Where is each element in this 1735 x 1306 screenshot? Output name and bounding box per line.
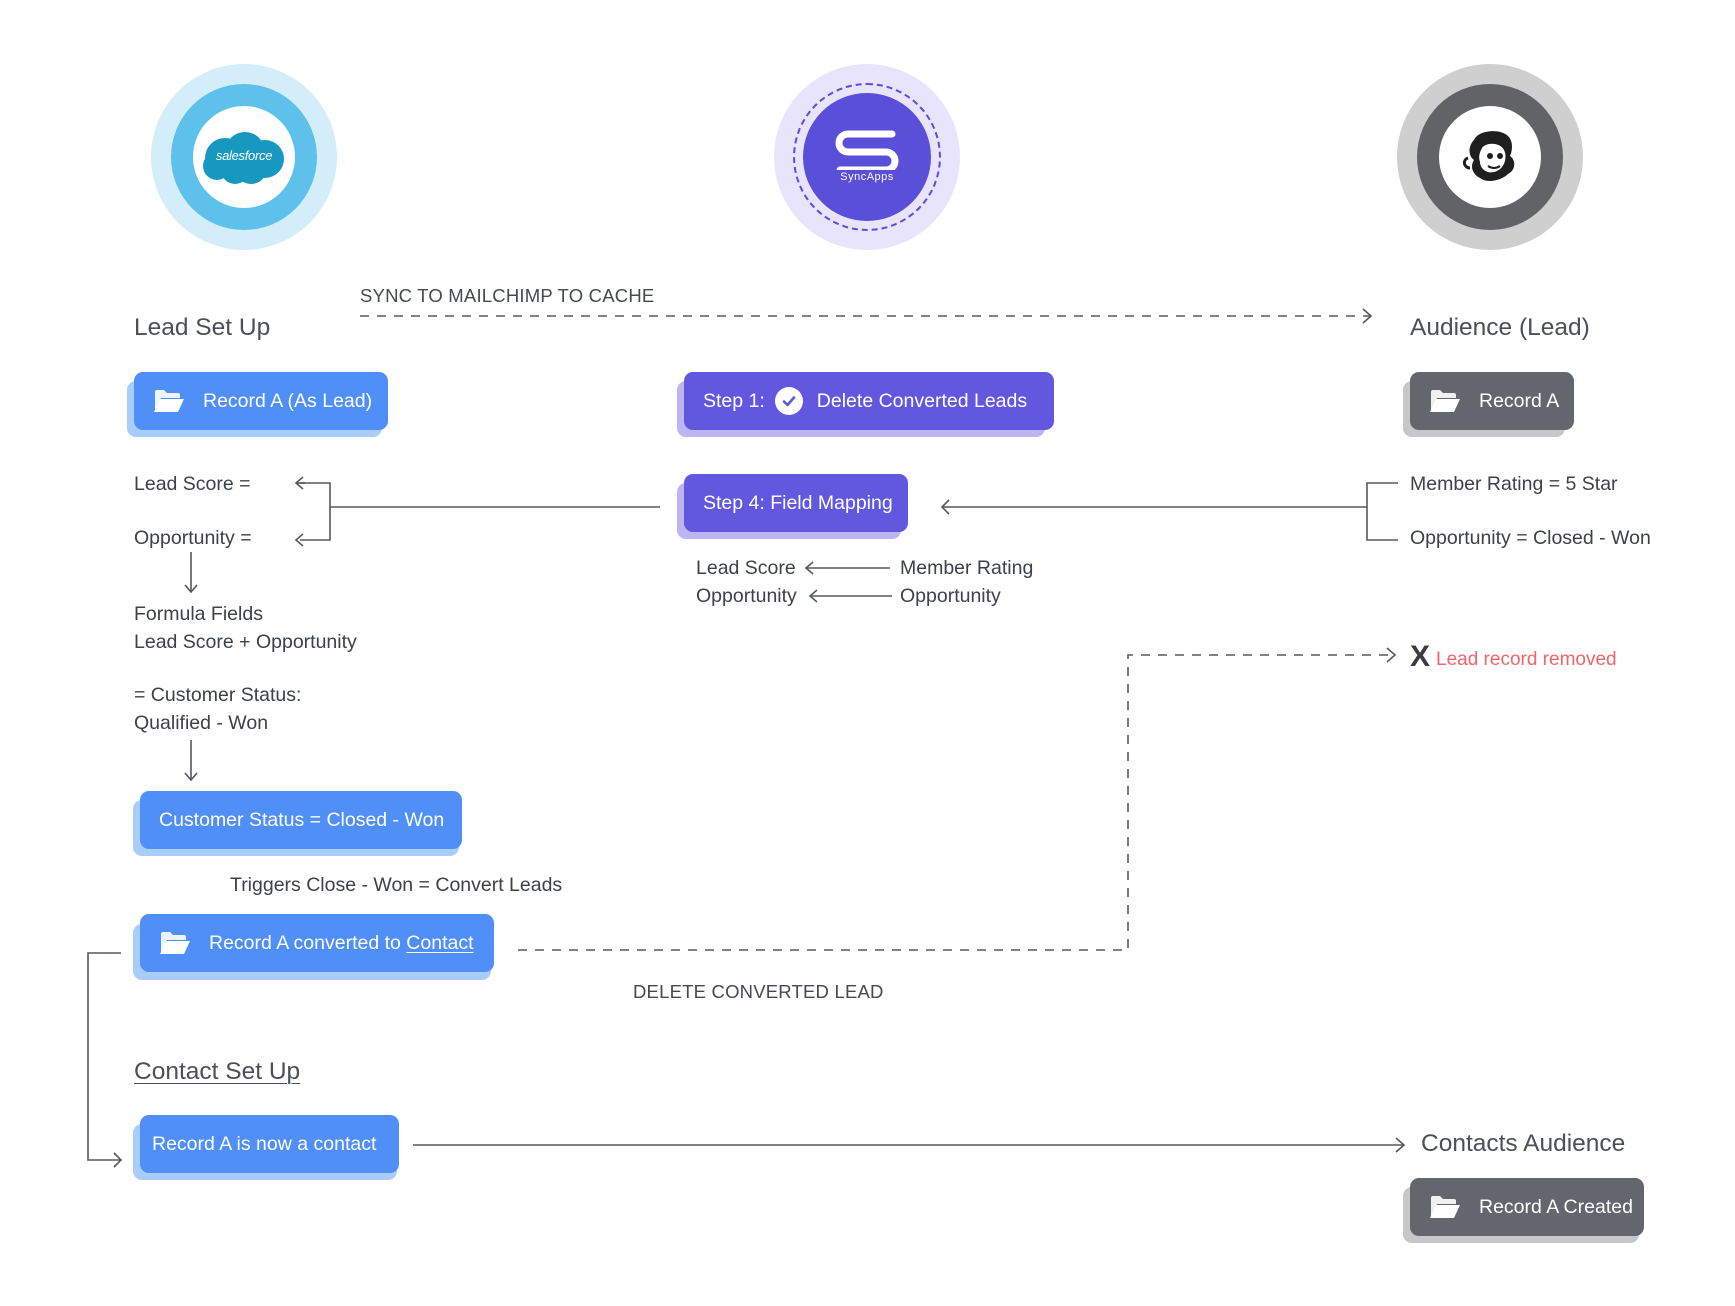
formula-expression: Lead Score + Opportunity	[134, 631, 357, 653]
customer-status-line: = Customer Status:	[134, 684, 302, 706]
delete-arrow-head	[1386, 647, 1397, 663]
contact-link[interactable]: Contact	[406, 931, 474, 954]
record-a-lead-pill[interactable]: Record A (As Lead)	[134, 372, 388, 430]
step1-action: Delete Converted Leads	[816, 389, 1028, 412]
now-contact-label: Record A is now a contact	[152, 1132, 377, 1155]
syncapps-s-icon	[835, 130, 899, 170]
qualified-won-line: Qualified - Won	[134, 712, 269, 734]
folder-icon	[1430, 1196, 1460, 1218]
record-converted-label: Record A converted to	[209, 931, 407, 954]
lead-record-removed-text: Lead record removed	[1436, 649, 1617, 670]
lead-score-field: Lead Score =	[134, 473, 251, 495]
syncapps-wordmark: SyncApps	[840, 171, 894, 183]
record-created-label: Record A Created	[1479, 1195, 1633, 1218]
contacts-audience-heading: Contacts Audience	[1421, 1130, 1626, 1157]
customer-status-pill[interactable]: Customer Status = Closed - Won	[140, 791, 462, 849]
sync-arrow-head	[1362, 308, 1373, 324]
folder-icon	[1430, 390, 1460, 412]
convert-elbow	[87, 952, 121, 1161]
audience-lead-heading: Audience (Lead)	[1410, 314, 1590, 341]
opportunity-arrowhead	[294, 533, 304, 547]
map-member-rating: Member Rating	[900, 557, 1034, 579]
lead-bracket	[300, 482, 331, 541]
customer-status-label: Customer Status = Closed - Won	[159, 808, 445, 831]
member-rating-field: Member Rating = 5 Star	[1410, 473, 1618, 495]
triggers-text: Triggers Close - Won = Convert Leads	[230, 874, 563, 896]
step4-label: Step 4: Field Mapping	[703, 491, 893, 514]
mailchimp-logo	[1397, 64, 1583, 250]
contact-setup-heading: Contact Set Up	[134, 1058, 301, 1085]
delete-converted-label: DELETE CONVERTED LEAD	[633, 981, 884, 1002]
salesforce-cloud-icon	[203, 132, 284, 184]
mapping-arrowhead	[940, 499, 950, 515]
delete-dashed-path	[518, 654, 1394, 951]
syncapps-logo: SyncApps	[774, 64, 960, 250]
map-arrowhead-2	[808, 589, 818, 603]
removed-x-mark: X	[1410, 640, 1431, 673]
mailchimp-freddie-icon	[1462, 131, 1515, 181]
record-a-audience-pill[interactable]: Record A	[1410, 372, 1574, 430]
step4-pill[interactable]: Step 4: Field Mapping	[684, 474, 908, 532]
record-created-pill[interactable]: Record A Created	[1410, 1178, 1644, 1236]
folder-icon	[154, 390, 184, 412]
map-opportunity-left: Opportunity	[696, 585, 797, 607]
map-lead-score: Lead Score	[696, 557, 796, 579]
lead-setup-heading: Lead Set Up	[134, 314, 271, 341]
step1-pill[interactable]: Step 1: Delete Converted Leads	[684, 372, 1054, 430]
salesforce-logo: salesforce	[151, 64, 337, 250]
opportunity-field: Opportunity =	[134, 527, 252, 549]
audience-opportunity-field: Opportunity = Closed - Won	[1410, 527, 1651, 549]
map-opportunity-right: Opportunity	[900, 585, 1001, 607]
record-a-audience-label: Record A	[1479, 389, 1560, 412]
folder-icon	[160, 932, 190, 954]
map-arrowhead-1	[804, 561, 814, 575]
record-a-lead-label: Record A (As Lead)	[203, 389, 373, 412]
now-contact-pill[interactable]: Record A is now a contact	[140, 1115, 399, 1173]
record-converted-pill[interactable]: Record A converted to Contact	[140, 914, 494, 972]
step1-label: Step 1:	[703, 389, 765, 412]
formula-fields-title: Formula Fields	[134, 603, 263, 625]
contacts-arrow-head	[1395, 1137, 1406, 1153]
audience-bracket	[1366, 482, 1398, 541]
salesforce-wordmark: salesforce	[215, 148, 273, 163]
sync-label: SYNC TO MAILCHIMP TO CACHE	[360, 285, 655, 306]
check-circle-icon	[774, 387, 803, 415]
